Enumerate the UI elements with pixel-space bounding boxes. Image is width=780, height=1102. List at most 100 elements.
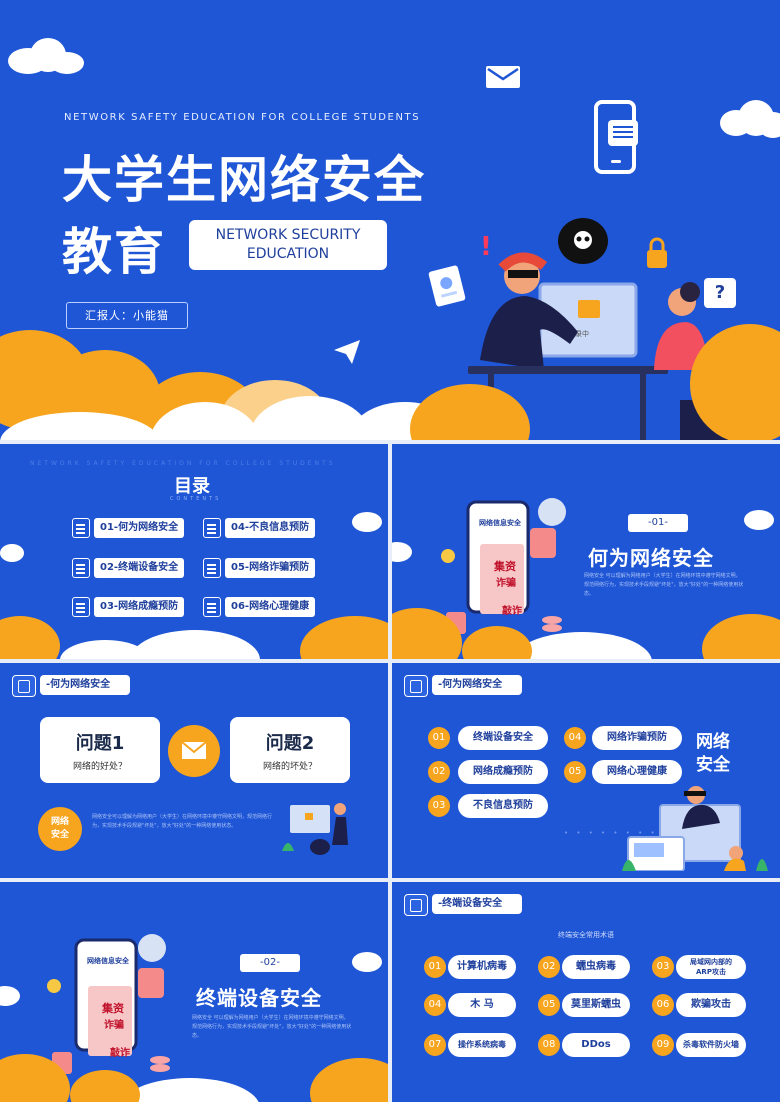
topics-tag: -何为网络安全 — [432, 675, 522, 695]
q2-title: 问题2 — [265, 733, 315, 754]
toc-item-04[interactable]: 04-不良信息预防 — [225, 518, 315, 538]
tag-icon — [404, 675, 428, 697]
scroll-word-2b: 诈骗 — [104, 1020, 124, 1031]
doc-icon — [72, 597, 90, 617]
doc-icon — [72, 518, 90, 538]
qa-body: 网络安全可以理解为网络用户（大学生）在网络环境中遵守网络文明，规范网络行为，实现… — [92, 814, 273, 829]
topic-num-03: 03 — [428, 795, 450, 817]
qa-slide: -何为网络安全 问题1 网络的好处？ 问题2 网络的坏处？ 网络 安全 网络安全… — [0, 663, 388, 878]
term-02-pill[interactable]: 蠕虫病毒 — [562, 955, 630, 979]
scroll-word-1: 集资 — [494, 560, 516, 573]
term-num-08: 08 — [538, 1034, 560, 1056]
term-04-pill[interactable]: 木 马 — [448, 993, 516, 1017]
doc-icon — [203, 597, 221, 617]
term-num-06: 06 — [652, 994, 674, 1016]
term-num-09: 09 — [652, 1034, 674, 1056]
term-01-pill[interactable]: 计算机病毒 — [448, 955, 516, 979]
q2-subtitle: 网络的坏处？ — [262, 762, 317, 772]
section2-slide: 网络信息安全 集资 诈骗 敲诈 -02- 终端设备安全 网络安全 可以理解为网络… — [0, 882, 388, 1102]
toc-item-02[interactable]: 02-终端设备安全 — [94, 558, 184, 578]
phone-label: 网络信息安全 — [479, 519, 521, 527]
section2-body: 网络安全 可以理解为网络用户（大学生）在网络环境中遵守网络文明，规范网络行为，实… — [192, 1015, 352, 1039]
login-screen-text: 登录中 — [568, 329, 589, 338]
term-num-03: 03 — [652, 956, 674, 978]
mail-badge-icon — [168, 725, 220, 777]
padlock-icon — [646, 236, 668, 270]
cover-reporter: 汇报人：小能猫 — [66, 302, 188, 329]
topic-04-pill[interactable]: 网络诈骗预防 — [592, 726, 682, 750]
topic-02-pill[interactable]: 网络成瘾预防 — [458, 760, 548, 784]
question-2-card: 问题2 网络的坏处？ — [230, 717, 350, 783]
phone-message-icon — [594, 100, 638, 174]
topics-slide: -何为网络安全 01 终端设备安全 02 网络成瘾预防 03 不良信息预防 04… — [392, 663, 780, 878]
cover-badge: NETWORK SECURITY EDUCATION — [189, 220, 387, 270]
hacker-skull-bubble-icon — [558, 218, 608, 264]
section1-num: -01- — [628, 514, 688, 532]
toc-item-03[interactable]: 03-网络成瘾预防 — [94, 597, 184, 617]
question-1-card: 问题1 网络的好处？ — [40, 717, 160, 783]
term-08-pill[interactable]: DDos — [562, 1033, 630, 1057]
paper-plane-icon — [332, 338, 362, 366]
question-bubble-icon: ? — [704, 278, 736, 308]
term-07-pill[interactable]: 操作系统病毒 — [448, 1033, 516, 1057]
phone-illustration: 网络信息安全 集资 诈骗 敲诈 — [440, 488, 570, 638]
cover-title-line1: 大学生网络安全 — [62, 151, 426, 209]
toc-slide: NETWORK SAFETY EDUCATION FOR COLLEGE STU… — [0, 444, 388, 659]
term-05-pill[interactable]: 莫里斯蠕虫 — [562, 993, 630, 1017]
topic-03-pill[interactable]: 不良信息预防 — [458, 794, 548, 818]
doc-icon — [203, 518, 221, 538]
qa-badge: 网络 安全 — [38, 807, 82, 851]
cover-subtitle-en: NETWORK SAFETY EDUCATION FOR COLLEGE STU… — [64, 112, 421, 123]
q1-title: 问题1 — [75, 733, 125, 754]
term-09-pill[interactable]: 杀毒软件防火墙 — [676, 1033, 746, 1057]
dot-separator: • • • • • • • • • • — [564, 829, 683, 837]
scroll-word-1b: 集资 — [102, 1002, 124, 1015]
toc-item-06[interactable]: 06-网络心理健康 — [225, 597, 315, 617]
toc-watermark: NETWORK SAFETY EDUCATION FOR COLLEGE STU… — [30, 460, 336, 467]
id-card-icon — [428, 264, 466, 308]
section1-body: 网络安全 可以理解为网络用户（大学生）在网络环境中遵守网络文明，规范网络行为，实… — [584, 573, 744, 597]
toc-title: 目录 — [174, 476, 210, 497]
section2-num: -02- — [240, 954, 300, 972]
topic-num-02: 02 — [428, 761, 450, 783]
toc-item-01[interactable]: 01-何为网络安全 — [94, 518, 184, 538]
cover-title-line2: 教育 — [62, 223, 166, 281]
section1-slide: 网络信息安全 集资 诈骗 敲诈 -01- 何为网络安全 网络安全 可以理解为网络… — [392, 444, 780, 659]
topic-05-pill[interactable]: 网络心理健康 — [592, 760, 682, 784]
toc-title-en: CONTENTS — [170, 496, 222, 502]
laptop-hacker-illustration — [620, 783, 770, 872]
exclamation-icon: ! — [480, 232, 492, 262]
doc-icon — [72, 558, 90, 578]
term-num-04: 04 — [424, 994, 446, 1016]
scroll-word-3: 敲诈 — [502, 606, 522, 617]
terms-slide: -终端设备安全 终端安全常用术语 01 计算机病毒 02 蠕虫病毒 03 局域网… — [392, 882, 780, 1102]
term-num-07: 07 — [424, 1034, 446, 1056]
section1-title: 何为网络安全 — [588, 546, 714, 570]
terms-heading: 终端安全常用术语 — [558, 931, 614, 939]
terms-tag: -终端设备安全 — [432, 894, 522, 914]
term-03-pill[interactable]: 局域网内部的 ARP攻击 — [676, 955, 746, 979]
phone-label-2: 网络信息安全 — [87, 957, 129, 965]
topic-num-01: 01 — [428, 727, 450, 749]
hacker-mini-illustration — [280, 799, 360, 857]
topic-01-pill[interactable]: 终端设备安全 — [458, 726, 548, 750]
term-num-02: 02 — [538, 956, 560, 978]
cover-slide: NETWORK SAFETY EDUCATION FOR COLLEGE STU… — [0, 0, 780, 440]
term-06-pill[interactable]: 欺骗攻击 — [676, 993, 746, 1017]
qa-tag: -何为网络安全 — [40, 675, 130, 695]
section2-title: 终端设备安全 — [196, 986, 322, 1010]
term-num-01: 01 — [424, 956, 446, 978]
toc-item-05[interactable]: 05-网络诈骗预防 — [225, 558, 315, 578]
topic-num-05: 05 — [564, 761, 586, 783]
phone-illustration-2: 网络信息安全 集资 诈骗 敲诈 — [46, 934, 176, 1084]
doc-icon — [203, 558, 221, 578]
scroll-word-2: 诈骗 — [496, 578, 516, 589]
scroll-word-3b: 敲诈 — [110, 1048, 130, 1059]
tag-icon — [404, 894, 428, 916]
topics-side-title: 网络 安全 — [696, 732, 730, 775]
envelope-icon — [486, 66, 520, 88]
topic-num-04: 04 — [564, 727, 586, 749]
term-num-05: 05 — [538, 994, 560, 1016]
tag-icon — [12, 675, 36, 697]
q1-subtitle: 网络的好处？ — [72, 762, 127, 772]
